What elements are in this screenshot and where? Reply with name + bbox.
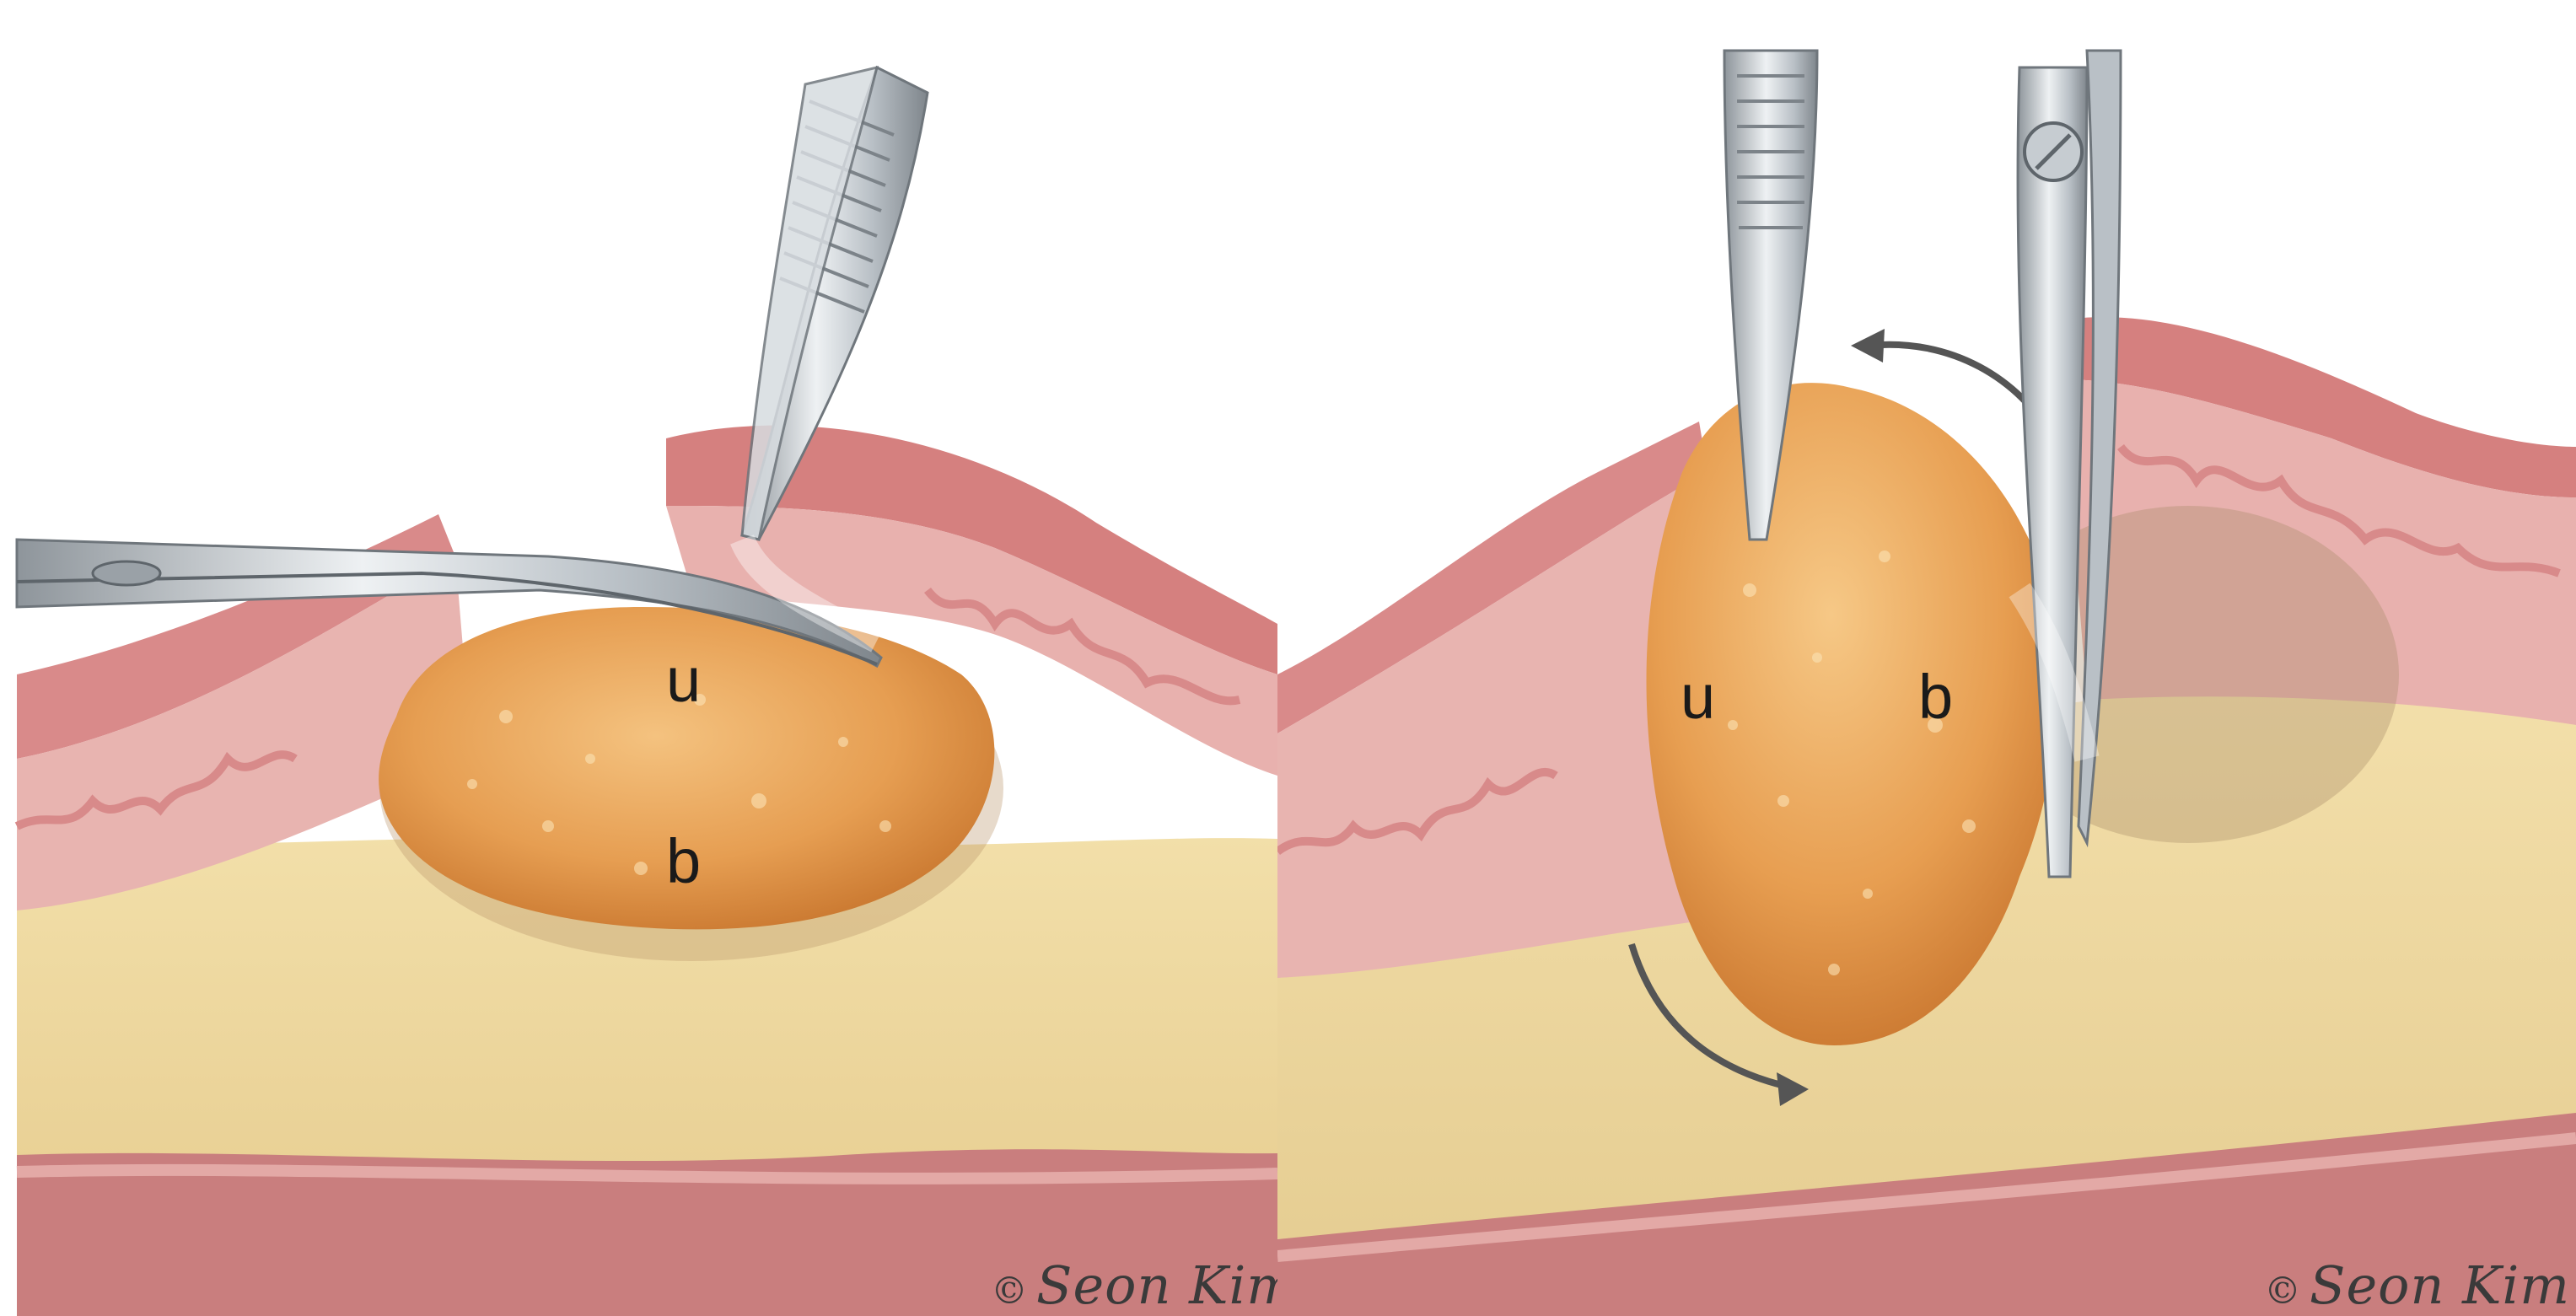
muscle-layer (17, 1149, 1277, 1316)
label-u: u (1681, 662, 1716, 732)
skin-flap (2062, 317, 2576, 497)
rotation-arrow-bottom (1628, 943, 1793, 1091)
cyst (379, 607, 995, 930)
surgical-illustration-left (14, 65, 1277, 1316)
artist-signature: ©Seon Kim2026 (2264, 1254, 2571, 1316)
cyst (1646, 383, 2057, 1045)
scissors (2016, 49, 2122, 878)
label-b: b (666, 826, 702, 896)
scissors (15, 538, 883, 669)
surgical-illustration-right (1277, 49, 2576, 1316)
forceps (740, 65, 929, 541)
label-u: u (666, 645, 702, 715)
label-b: b (1918, 662, 1954, 732)
skin-layer (1277, 422, 1707, 733)
illustration-panel-right: u b ©Seon Kim2026 (1277, 0, 2576, 1316)
muscle-layer (1277, 1113, 2576, 1316)
fat-layer (17, 836, 1277, 1206)
artist-signature: ©Seon Kim2026 (991, 1254, 1277, 1316)
forceps (1723, 49, 1819, 541)
illustration-panel-left: u b ©Seon Kim2026 (0, 0, 1277, 1316)
skin-flap (666, 425, 1277, 674)
